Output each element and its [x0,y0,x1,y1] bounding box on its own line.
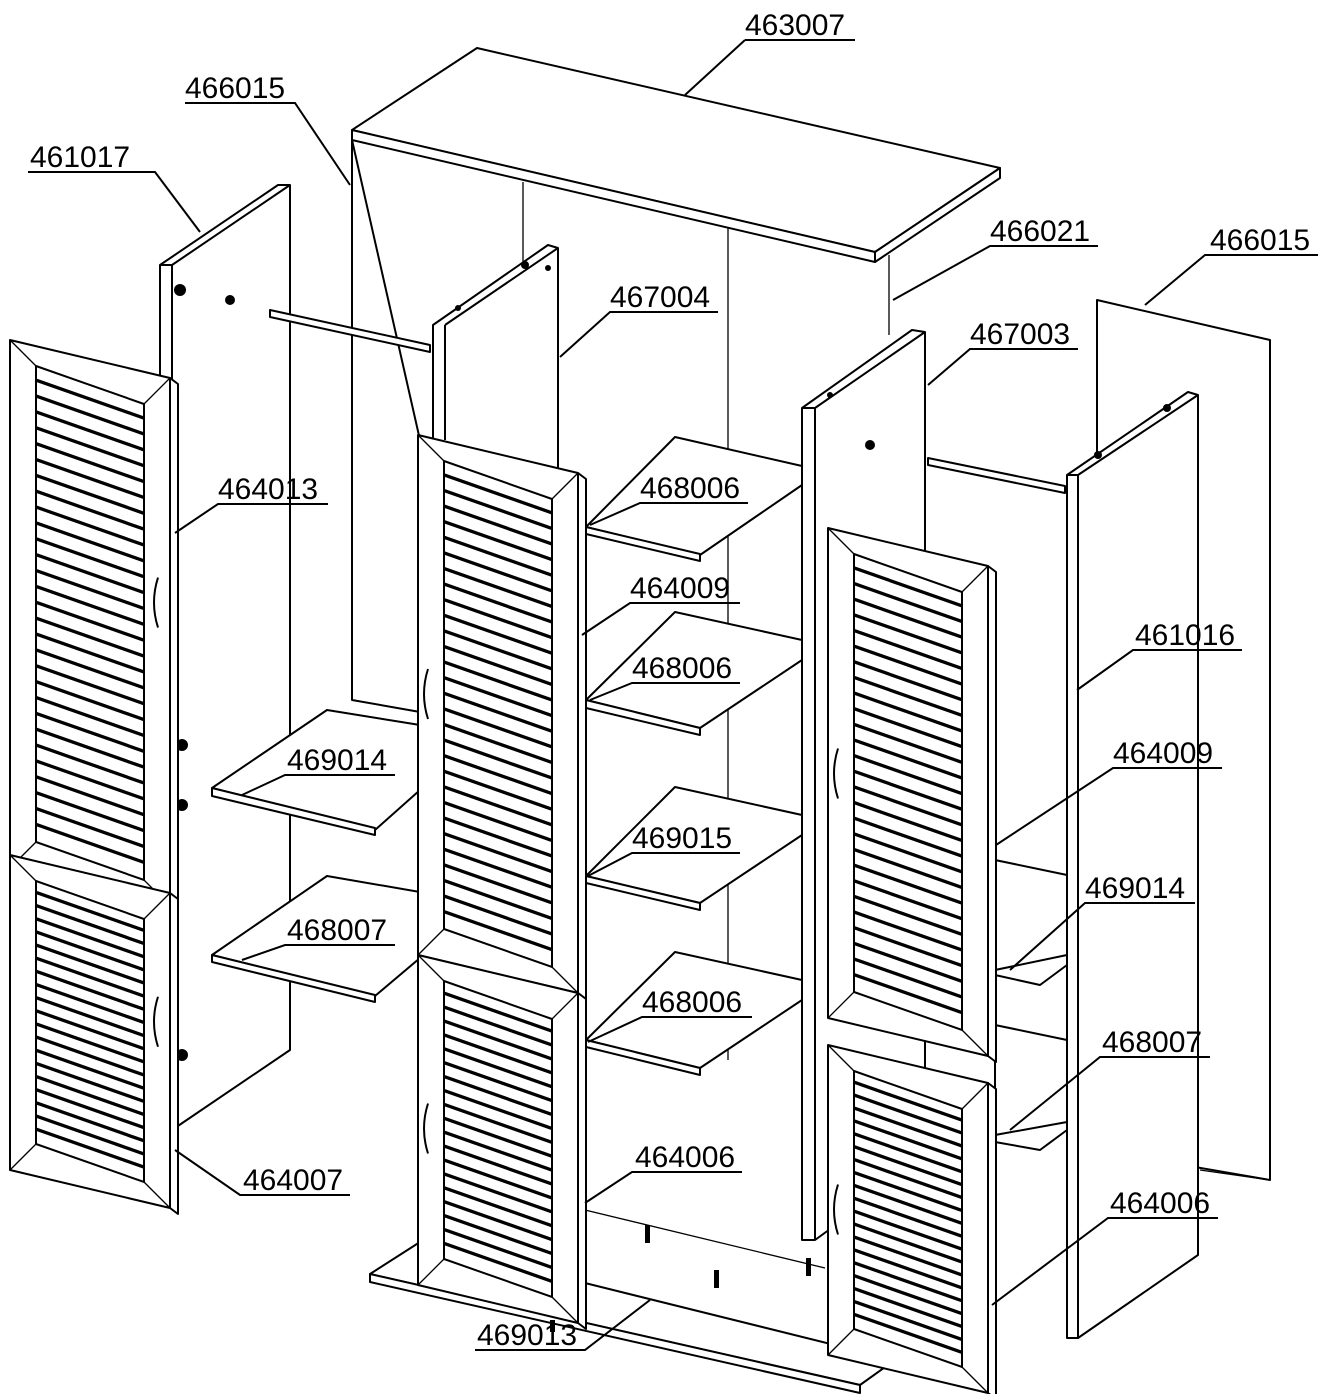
label-shelf-mid-1: 468006 [640,472,740,505]
label-door-left-lower: 464007 [243,1164,343,1197]
divider-panel-middle [432,244,559,471]
label-side-right: 461016 [1135,619,1235,652]
shelf-middle-2 [585,611,803,736]
hanging-rail-right [927,457,1066,494]
label-door-mid-lower: 464006 [635,1141,735,1174]
shelf-middle-3 [585,786,803,911]
label-shelf-right-2: 468007 [1102,1026,1202,1059]
label-divider-top-right: 466021 [990,215,1090,248]
label-top-panel: 463007 [745,9,845,42]
door-right-upper [827,527,997,1063]
label-shelf-mid-3: 469015 [632,822,732,855]
label-shelf-mid-4: 468006 [642,986,742,1019]
label-divider-right: 467003 [970,318,1070,351]
top-panel [351,47,1001,263]
shelf-middle-1 [585,436,803,562]
label-shelf-right-1: 469014 [1085,872,1185,905]
label-base: 469013 [477,1319,577,1352]
label-shelf-left-1: 469014 [287,744,387,777]
label-door-mid-upper: 464009 [630,572,730,605]
label-door-right-upper: 464009 [1113,737,1213,770]
side-panel-right [1066,391,1199,1339]
label-side-left: 461017 [30,141,130,174]
shelf-left-upper [211,709,421,836]
door-middle-lower [417,954,587,1330]
door-middle-upper [417,434,587,1000]
hanging-rail-left [269,309,431,353]
door-right-lower [827,1044,997,1399]
door-left-lower [9,854,179,1215]
label-shelf-left-2: 468007 [287,914,387,947]
label-back-left: 466015 [185,72,285,105]
label-door-right-lower: 464006 [1110,1187,1210,1220]
shelf-right-upper [994,859,1068,986]
side-panel-left [159,184,291,1131]
leader-lines [28,39,1318,1351]
label-back-right: 466015 [1210,224,1310,257]
part-labels: 463007 466015 461017 466021 466015 46700… [30,9,1310,1352]
shelf-right-lower [994,1024,1068,1151]
shelf-left-lower [211,875,421,1003]
back-panel-left [351,139,421,713]
shelf-middle-4 [585,951,803,1076]
label-divider-middle: 467004 [610,281,710,314]
label-shelf-mid-2: 468006 [632,652,732,685]
label-door-left: 464013 [218,473,318,506]
door-left-upper [9,339,179,913]
